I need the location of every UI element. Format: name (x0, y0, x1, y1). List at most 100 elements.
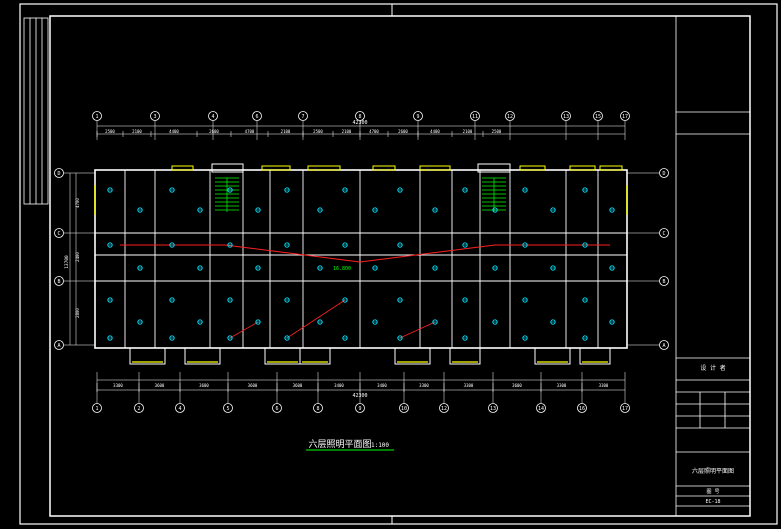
light-fixture (169, 335, 175, 341)
light-fixture (492, 207, 498, 213)
axis-label-row: C (57, 231, 60, 237)
axis-bubble-bottom (577, 403, 587, 413)
axis-label-bottom: 14 (538, 406, 544, 412)
light-fixture (342, 187, 348, 193)
light-fixture (317, 265, 323, 271)
light-fixture (522, 297, 528, 303)
light-fixture (522, 335, 528, 341)
light-fixture (317, 319, 323, 325)
axis-label-top: 7 (301, 114, 304, 120)
window-layer (94, 165, 628, 363)
dim-text-bottom: 3300 (464, 383, 474, 388)
stair-layer (215, 177, 506, 212)
light-fixture (284, 297, 290, 303)
dim-text-top: 2100 (463, 129, 473, 134)
light-fixture (372, 265, 378, 271)
axis-bubble-row (659, 168, 669, 178)
axis-label-row: D (57, 171, 60, 177)
axis-bubble-bottom (272, 403, 282, 413)
axis-label-bottom: 9 (358, 406, 361, 412)
axis-label-top: 6 (255, 114, 258, 120)
wire-trunk (359, 244, 496, 263)
balcony (184, 347, 221, 365)
wire-run (399, 321, 436, 339)
axis-bubble-bottom (355, 403, 365, 413)
light-fixture (107, 335, 113, 341)
axis-bubble-row (54, 276, 64, 286)
light-fixture (107, 297, 113, 303)
light-fixture (582, 297, 588, 303)
light-fixture (107, 242, 113, 248)
light-fixture (169, 242, 175, 248)
axis-label-row: A (57, 343, 60, 349)
axis-label-top: 4 (211, 114, 214, 120)
axis-bubble-top (92, 111, 102, 121)
outer-wall (94, 169, 628, 349)
light-fixture (342, 297, 348, 303)
axis-bubble-row (659, 340, 669, 350)
light-fixture (227, 187, 233, 193)
window-top (569, 165, 596, 171)
axis-bubble-bottom (439, 403, 449, 413)
light-fixture (137, 265, 143, 271)
dim-text-left: 4700 (75, 198, 80, 208)
window-top (372, 165, 396, 171)
axis-bubble-top (620, 111, 630, 121)
light-fixture (522, 242, 528, 248)
axis-bubble-bottom (92, 403, 102, 413)
light-fixture (550, 265, 556, 271)
light-fixture (397, 242, 403, 248)
lighting-wiring-layer (120, 244, 610, 339)
axis-bubble-bottom (134, 403, 144, 413)
light-fixture-layer (107, 187, 615, 341)
stair-projection (477, 163, 511, 173)
wall-layer (94, 163, 628, 365)
title-block-footer-label: 图 号 (706, 489, 719, 495)
axis-bubble-top (208, 111, 218, 121)
dim-text-bottom: 3600 (199, 383, 209, 388)
light-fixture (197, 319, 203, 325)
light-fixture (397, 187, 403, 193)
light-fixture (522, 187, 528, 193)
dim-text-top: 2500 (492, 129, 502, 134)
dim-text-top: 4400 (169, 129, 179, 134)
axis-label-bottom: 2 (137, 406, 140, 412)
window-top (307, 165, 341, 171)
balcony (129, 347, 166, 365)
light-fixture (397, 335, 403, 341)
inner-frame (49, 15, 751, 517)
dim-text-top: 2600 (209, 129, 219, 134)
stair-projection (211, 163, 244, 173)
light-fixture (137, 207, 143, 213)
axis-bubble-top (252, 111, 262, 121)
axis-label-top: 12 (507, 114, 513, 120)
dim-text-top: 4700 (245, 129, 255, 134)
title-block-footer-code: EC-18 (705, 499, 720, 505)
light-fixture (255, 265, 261, 271)
dim-text-bottom: 3300 (419, 383, 429, 388)
dim-text-top: 4700 (369, 129, 379, 134)
light-fixture (550, 319, 556, 325)
wire-run (286, 299, 346, 339)
axis-label-top: 13 (563, 114, 569, 120)
title-block (675, 16, 750, 516)
axis-label-row: C (662, 231, 665, 237)
light-fixture (255, 207, 261, 213)
axis-label-top: 9 (416, 114, 419, 120)
binding-strip (23, 17, 49, 205)
drawing-scale: 1:100 (371, 442, 389, 449)
axis-label-row: D (662, 171, 665, 177)
dim-text-bottom: 3300 (557, 383, 567, 388)
balcony (394, 347, 431, 365)
light-fixture (169, 297, 175, 303)
outer-frame (19, 3, 778, 525)
axis-label-bottom: 1 (95, 406, 98, 412)
light-fixture (342, 242, 348, 248)
balcony (299, 347, 331, 365)
window-top (599, 165, 623, 171)
light-fixture (432, 319, 438, 325)
dim-text-bottom: 3400 (334, 383, 344, 388)
light-fixture (582, 335, 588, 341)
dim-text-bottom: 3600 (155, 383, 165, 388)
